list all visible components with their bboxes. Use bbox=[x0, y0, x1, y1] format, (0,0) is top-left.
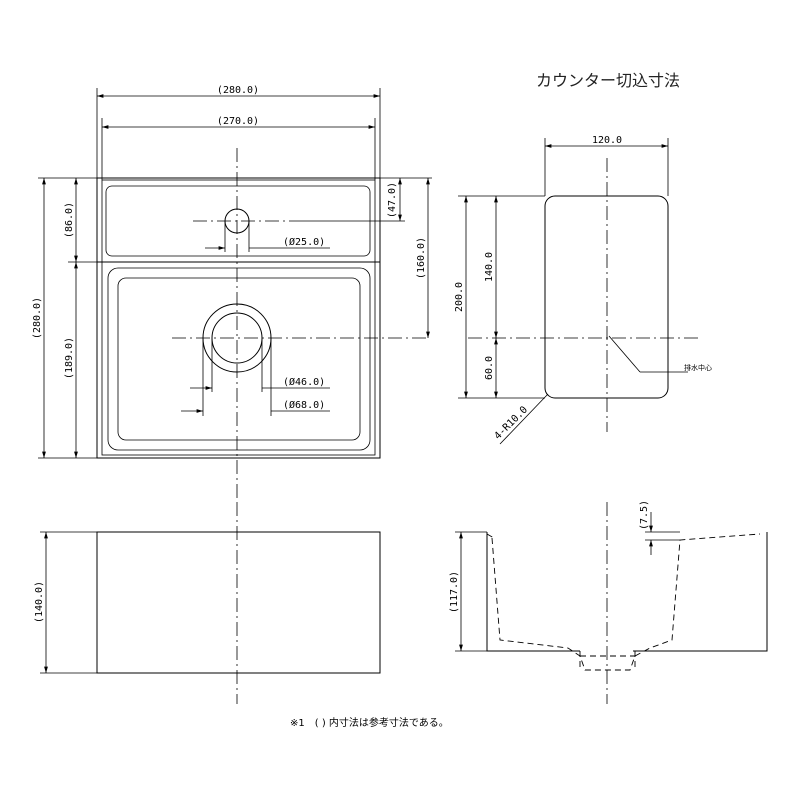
front-outline bbox=[96, 531, 381, 674]
basin-outline bbox=[117, 277, 361, 441]
dim-overall-width: (280.0) bbox=[217, 85, 259, 96]
dim-section-depth: (117.0) bbox=[449, 571, 460, 613]
dim-cutout-depth: 200.0 bbox=[454, 282, 465, 312]
footnote: ※1 ( ) 内寸法は参考寸法である。 bbox=[290, 716, 449, 729]
top-view: (280.0) (270.0) (280.0) (86.0) (189.0) (… bbox=[32, 85, 432, 500]
dim-corner-radius: 4-R10.0 bbox=[492, 404, 530, 442]
dim-front-height: (140.0) bbox=[34, 581, 45, 623]
cutout-outline bbox=[544, 195, 669, 399]
dim-drain-inner: (Ø46.0) bbox=[283, 376, 325, 388]
section-outline-right bbox=[633, 532, 768, 652]
sink-top-outline bbox=[96, 177, 381, 459]
dim-faucet-hole: (Ø25.0) bbox=[283, 236, 325, 248]
section-outline-left bbox=[486, 532, 580, 652]
drain-center-label: 排水中心 bbox=[684, 363, 712, 372]
dim-inner-width: (270.0) bbox=[217, 116, 259, 127]
dim-faucet-band: (86.0) bbox=[64, 202, 75, 238]
dim-drain-outer: (Ø68.0) bbox=[283, 399, 325, 411]
section-view: (117.0) (7.5) bbox=[449, 500, 768, 704]
dim-overall-depth: (280.0) bbox=[32, 297, 43, 339]
drain-outer-ring bbox=[202, 303, 272, 373]
dim-faucet-offset: (47.0) bbox=[387, 182, 398, 218]
front-view: (140.0) bbox=[34, 502, 381, 704]
dim-drain-to-front: 60.0 bbox=[484, 356, 495, 380]
dim-drain-offset: (160.0) bbox=[416, 237, 427, 279]
cutout-title: カウンター切込寸法 bbox=[536, 71, 680, 90]
cutout-view: 120.0 200.0 140.0 60.0 4-R10.0 排水中心 bbox=[454, 135, 712, 445]
dim-rim: (7.5) bbox=[639, 500, 650, 530]
dim-basin-depth: (189.0) bbox=[64, 337, 75, 379]
dim-cutout-width: 120.0 bbox=[592, 135, 622, 146]
dim-back-to-drain: 140.0 bbox=[484, 252, 495, 282]
